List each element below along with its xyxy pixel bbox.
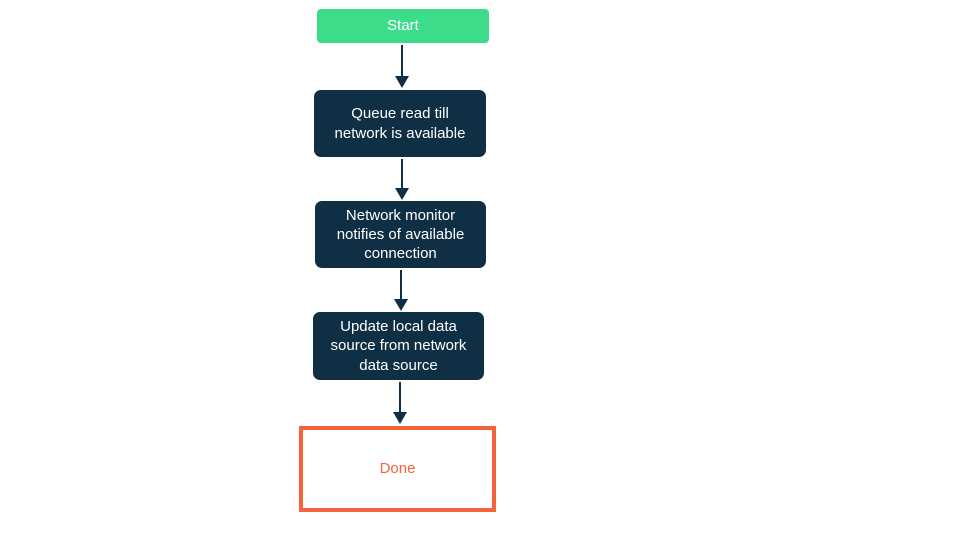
arrow-head-icon	[395, 76, 409, 88]
node-start[interactable]: Start	[317, 9, 489, 43]
node-network-monitor-label: Network monitor notifies of available co…	[336, 206, 465, 263]
arrow-shaft	[399, 382, 401, 412]
node-done-label: Done	[379, 460, 416, 478]
arrow-queue-read-to-network-monitor	[392, 159, 412, 200]
arrow-shaft	[401, 45, 403, 76]
node-queue-read-label: Queue read till network is available	[334, 105, 466, 142]
node-network-monitor[interactable]: Network monitor notifies of available co…	[315, 201, 486, 268]
arrow-shaft	[401, 159, 403, 188]
node-start-label: Start	[387, 17, 419, 35]
arrow-head-icon	[395, 188, 409, 200]
arrow-head-icon	[394, 299, 408, 311]
node-queue-read[interactable]: Queue read till network is available	[314, 90, 486, 157]
node-done[interactable]: Done	[299, 426, 496, 512]
arrow-head-icon	[393, 412, 407, 424]
arrow-network-monitor-to-update-local	[391, 270, 411, 311]
node-update-local-label: Update local data source from network da…	[330, 318, 467, 374]
arrow-update-local-to-done	[390, 382, 410, 424]
arrow-start-to-queue-read	[392, 45, 412, 88]
node-update-local[interactable]: Update local data source from network da…	[313, 312, 484, 380]
arrow-shaft	[400, 270, 402, 299]
